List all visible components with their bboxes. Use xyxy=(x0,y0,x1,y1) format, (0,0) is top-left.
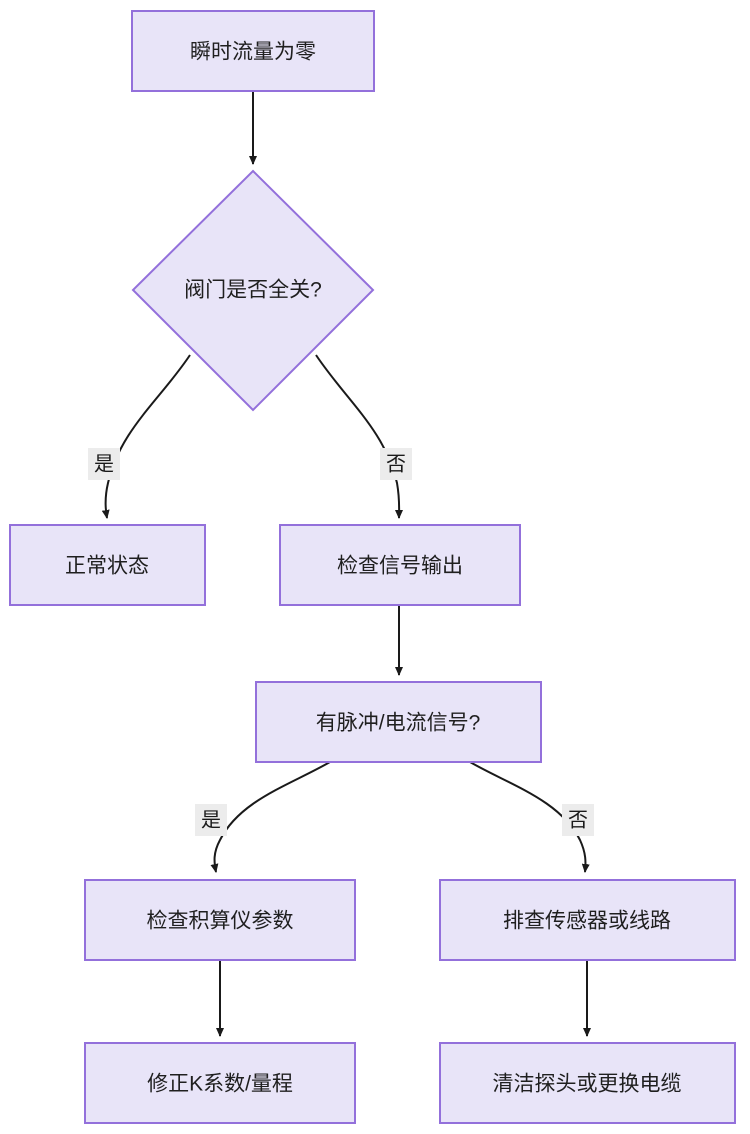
node-check-signal-output[interactable]: 检查信号输出 xyxy=(279,524,521,606)
node-inspect-sensor-or-wiring[interactable]: 排查传感器或线路 xyxy=(439,879,736,961)
node-pulse-current-signal-decision[interactable]: 有脉冲/电流信号? xyxy=(255,681,542,763)
nodes-layer: 瞬时流量为零 阀门是否全关? 正常状态 检查信号输出 有脉冲/电流信号? xyxy=(9,10,736,1124)
edge-label-yes-signal: 是 xyxy=(195,804,227,836)
edge-n2-to-n4-no xyxy=(315,354,404,519)
node-correct-k-factor-range[interactable]: 修正K系数/量程 xyxy=(84,1042,356,1124)
edge-label-yes-valve: 是 xyxy=(88,448,120,480)
edge-label-no-signal: 否 xyxy=(562,804,594,836)
node-instant-flow-zero[interactable]: 瞬时流量为零 xyxy=(131,10,375,92)
edge-label-no-valve: 否 xyxy=(380,448,412,480)
edge-n2-to-n3-yes xyxy=(101,354,191,519)
node-clean-probe-replace-cable[interactable]: 清洁探头或更换电缆 xyxy=(439,1042,736,1124)
edge-labels-layer: 是 否 是 否 xyxy=(88,448,594,836)
node-check-integrator-params[interactable]: 检查积算仪参数 xyxy=(84,879,356,961)
node-valve-fully-closed-decision[interactable]: 阀门是否全关? xyxy=(131,169,375,412)
node-normal-status[interactable]: 正常状态 xyxy=(9,524,206,606)
edge-n5-to-n6-yes xyxy=(210,761,331,873)
